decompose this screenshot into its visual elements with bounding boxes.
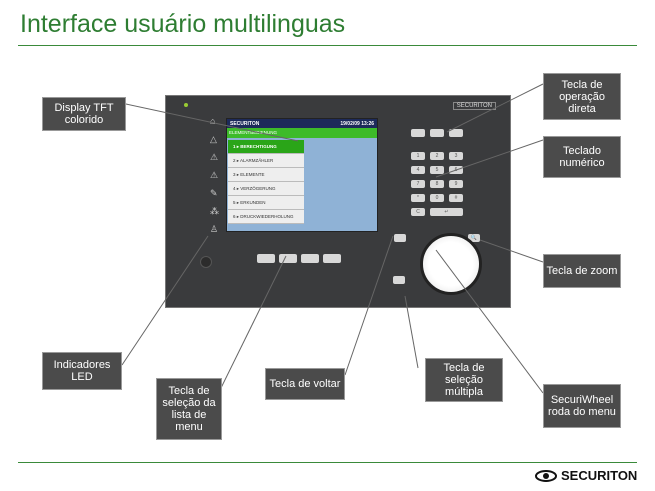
keypad-key[interactable]: * — [411, 194, 425, 202]
led-wrench-icon: ✎ — [210, 188, 218, 198]
keypad-key[interactable]: 0 — [430, 194, 444, 202]
screen-datetime: 19/02/09 13:26 — [340, 120, 374, 127]
led-alarm-icon: △ — [210, 134, 217, 144]
securiton-logo: SECURITON — [535, 468, 637, 483]
multi-select-key[interactable] — [393, 276, 405, 284]
led-network-icon: ⁂ — [210, 206, 219, 216]
screen-menu-item[interactable]: 6 ▸ DRUCKWIEDERHOLUNG — [228, 210, 304, 224]
led-fault-icon: ⚠ — [210, 152, 219, 162]
eye-icon — [535, 469, 557, 482]
direct-key-2[interactable] — [430, 129, 444, 137]
callout-back: Tecla de voltar — [265, 368, 345, 400]
callout-menu-select: Tecla de seleção da lista de menu — [156, 378, 222, 440]
screen-menu-item[interactable]: 2 ▸ ALARMZÄHLER — [228, 154, 304, 168]
screen-brand: SECURITON — [230, 120, 260, 127]
menu-select-key-2[interactable] — [279, 254, 297, 263]
securiwheel[interactable] — [420, 233, 482, 295]
screen-menu-item[interactable]: 1 ▸ BERECHTIGUNG — [228, 140, 304, 154]
menu-select-key-3[interactable] — [301, 254, 319, 263]
keypad-key[interactable]: 4 — [411, 166, 425, 174]
led-fire-icon: ⌂ — [210, 116, 216, 126]
screen-header: ELEMENTBEDIENUNG — [227, 128, 377, 138]
keypad-key[interactable]: 2 — [430, 152, 444, 160]
callout-led: Indicadores LED — [42, 352, 122, 390]
keypad-key[interactable]: # — [449, 194, 463, 202]
menu-select-key-1[interactable] — [257, 254, 275, 263]
page-title: Interface usuário multilinguas — [20, 10, 346, 38]
keypad-key[interactable]: 8 — [430, 180, 444, 188]
callout-display: Display TFT colorido — [42, 97, 126, 131]
keypad-key[interactable]: 3 — [449, 152, 463, 160]
direct-key-1[interactable] — [411, 129, 425, 137]
tft-display: SECURITON 19/02/09 13:26 ELEMENTBEDIENUNG… — [226, 118, 378, 232]
callout-wheel: SecuriWheel roda do menu — [543, 384, 621, 428]
callout-numeric-keypad: Teclado numérico — [543, 136, 621, 178]
device-brand: SECURITON — [452, 102, 496, 110]
keypad-key[interactable]: C — [411, 208, 425, 216]
keypad-key[interactable]: 1 — [411, 152, 425, 160]
key-switch[interactable] — [200, 256, 212, 268]
screen-menu-item[interactable]: 3 ▸ ELEMENTE — [228, 168, 304, 182]
back-key[interactable] — [394, 234, 406, 242]
callout-zoom: Tecla de zoom — [543, 254, 621, 288]
zoom-key[interactable]: 🔍 — [468, 234, 480, 242]
callout-direct-operation: Tecla de operação direta — [543, 73, 621, 120]
keypad-key[interactable]: 9 — [449, 180, 463, 188]
keypad-key[interactable]: ↵ — [430, 208, 463, 216]
power-led — [184, 103, 188, 107]
led-warning-icon: ⚠ — [210, 170, 219, 180]
led-person-icon: ♙ — [210, 224, 219, 234]
callout-multi-select: Tecla de seleção múltipla — [425, 358, 503, 402]
top-divider — [18, 45, 637, 46]
screen-menu-item[interactable]: 4 ▸ VERZÖGERUNG — [228, 182, 304, 196]
bottom-divider — [18, 462, 637, 463]
keypad-key[interactable]: 5 — [430, 166, 444, 174]
logo-text: SECURITON — [561, 468, 638, 483]
screen-menu-item[interactable]: 5 ▸ ERKUNDEN — [228, 196, 304, 210]
menu-select-key-4[interactable] — [323, 254, 341, 263]
control-panel-device: SECURITON ⌂ △ ⚠ ⚠ ✎ ⁂ ♙ SECURITON 19/02/0… — [165, 95, 511, 308]
keypad-key[interactable]: 7 — [411, 180, 425, 188]
direct-key-3[interactable] — [449, 129, 463, 137]
